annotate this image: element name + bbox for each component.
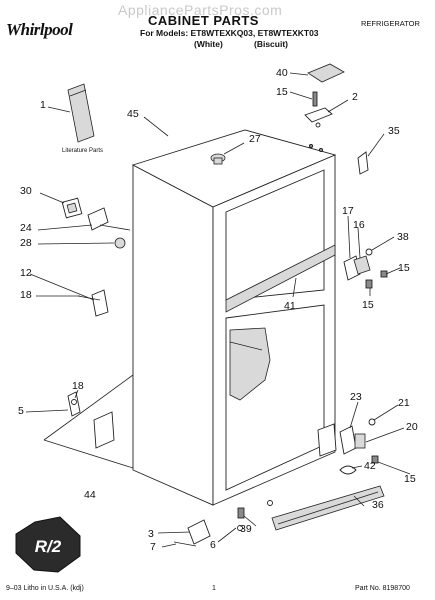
callout-15: 15: [276, 86, 288, 98]
hinge-bolt: [365, 279, 373, 289]
callout-5: 5: [18, 405, 24, 417]
badge-shape: [15, 516, 81, 573]
leader-lines: [25, 72, 411, 548]
watermark: AppliancePartsPros.com: [118, 2, 283, 18]
cabinet-left-side: [132, 164, 214, 506]
category-label: REFRIGERATOR: [361, 19, 420, 28]
callout-39: 39: [240, 523, 252, 535]
callout-15: 15: [398, 262, 410, 274]
callout-36: 36: [372, 499, 384, 511]
cabinet-shell: [131, 129, 337, 506]
hinge-cover: [307, 63, 345, 83]
badge-text: R/2: [35, 537, 62, 556]
hinge-clip: [339, 465, 357, 475]
callout-15: 15: [362, 299, 374, 311]
hinge-cap: [368, 418, 376, 426]
brand-logo: Whirlpool: [6, 20, 73, 39]
cabinet-plug: [210, 153, 226, 165]
leveling-leg: [237, 507, 245, 519]
callout-18: 18: [72, 380, 84, 392]
literature-booklet-icon: [67, 83, 95, 143]
footer-part-number: Part No. 8198700: [355, 585, 410, 592]
bottom-hinge: [339, 425, 357, 455]
callout-16: 16: [353, 219, 365, 231]
callout-numbers: 40 15 2 1 45 27 35 30 24 28 17 16 38 12 …: [18, 67, 418, 553]
leveling-assembly: [173, 500, 273, 547]
hinge-spacer: [354, 433, 366, 449]
door-stop-screw: [99, 224, 131, 231]
booklet-line: [69, 89, 87, 97]
callout-41: 41: [284, 300, 296, 312]
door-stop-bracket: [87, 207, 109, 231]
literature-label: Literature Parts: [62, 148, 103, 154]
grille-screw: [267, 500, 273, 506]
door-stop-bushing: [114, 237, 126, 249]
top-hinge: [304, 107, 333, 123]
hinge-bolt: [371, 455, 379, 464]
literature-booklet: [67, 83, 95, 143]
callout-24: 24: [20, 222, 32, 234]
footer-litho: 9–03 Litho in U.S.A. (kdj): [6, 585, 84, 592]
callout-30: 30: [20, 185, 32, 197]
bottom-hinge-assembly: [317, 418, 379, 464]
leveling-roller: [187, 519, 211, 545]
side-bracket: [357, 151, 369, 175]
cabinet-side-leader: [43, 439, 134, 469]
callout-18: 18: [20, 289, 32, 301]
callout-21: 21: [398, 397, 410, 409]
top-hinge-assembly: [304, 63, 345, 128]
callout-45: 45: [127, 108, 139, 120]
color-biscuit-label: (Biscuit): [254, 39, 288, 49]
callout-17: 17: [342, 205, 354, 217]
callout-1: 1: [40, 99, 46, 111]
door-stop-pad-inner: [66, 202, 78, 214]
model-list: For Models: ET8WTEXKQ03, ET8WTEXKT03: [140, 28, 319, 38]
callout-23: 23: [350, 391, 362, 403]
cabinet-side-leader: [43, 374, 134, 441]
footer-page-number: 1: [212, 585, 216, 592]
hinge-pin: [312, 91, 318, 107]
leveling-screw: [173, 541, 197, 547]
callout-27: 27: [249, 133, 261, 145]
callout-3: 3: [148, 528, 154, 540]
center-hinge-right: [343, 248, 388, 289]
base-grille: [271, 485, 385, 531]
leveling-washer: [237, 525, 243, 531]
callout-44: 44: [84, 489, 96, 501]
closer-screw: [71, 399, 77, 405]
callout-6: 6: [210, 539, 216, 551]
hinge-screw: [315, 122, 321, 128]
color-white-label: (White): [194, 39, 223, 49]
top-screw: [308, 143, 313, 148]
callout-42: 42: [364, 460, 376, 472]
grille-vent: [277, 491, 379, 525]
page-title: CABINET PARTS: [148, 13, 259, 28]
center-hinge-left: [77, 289, 109, 317]
center-hinge-block: [353, 255, 371, 275]
handle-bracket: [93, 411, 115, 449]
center-hinge-bracket: [91, 289, 109, 317]
callout-35: 35: [388, 125, 400, 137]
door-stop-assembly: [61, 197, 131, 249]
plug-stem: [213, 157, 223, 165]
liner-recess: [229, 327, 271, 401]
callout-7: 7: [150, 541, 156, 553]
liner-edge: [229, 341, 263, 351]
callout-20: 20: [406, 421, 418, 433]
callout-40: 40: [276, 67, 288, 79]
revision-badge: R/2: [15, 516, 81, 573]
callout-12: 12: [20, 267, 32, 279]
hinge-washer: [365, 248, 373, 256]
callout-28: 28: [20, 237, 32, 249]
lower-left-assembly: [43, 374, 134, 469]
hinge-mount: [317, 423, 337, 457]
divider-rail: [225, 244, 336, 313]
callout-38: 38: [397, 231, 409, 243]
callout-2: 2: [352, 91, 358, 103]
callout-15: 15: [404, 473, 416, 485]
top-screw: [318, 147, 323, 152]
